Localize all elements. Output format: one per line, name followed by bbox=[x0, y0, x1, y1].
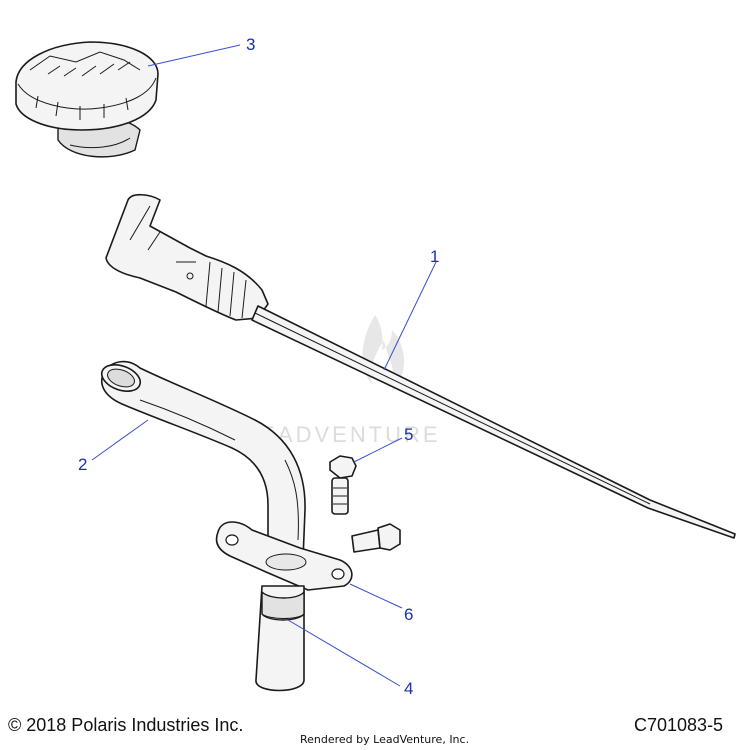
callout-4[interactable]: 4 bbox=[404, 679, 413, 698]
callout-5[interactable]: 5 bbox=[404, 425, 413, 444]
leader-4 bbox=[287, 619, 401, 687]
leader-2 bbox=[91, 419, 149, 461]
dipstick-tube-part[interactable] bbox=[98, 360, 306, 561]
rendered-by-text: Rendered by LeadVenture, Inc. bbox=[300, 733, 470, 746]
callout-2[interactable]: 2 bbox=[78, 455, 87, 474]
callout-1[interactable]: 1 bbox=[430, 247, 439, 266]
bolt-upper-part[interactable] bbox=[329, 455, 357, 515]
leader-6 bbox=[349, 583, 403, 609]
copyright-text: © 2018 Polaris Industries Inc. bbox=[8, 715, 244, 735]
leader-3 bbox=[147, 44, 241, 67]
leader-5 bbox=[353, 437, 403, 463]
callout-3[interactable]: 3 bbox=[246, 35, 255, 54]
dipstick-part[interactable] bbox=[105, 193, 736, 539]
bolt-lower-part[interactable] bbox=[351, 523, 401, 553]
flange-part[interactable] bbox=[215, 521, 353, 591]
callout-6[interactable]: 6 bbox=[404, 605, 413, 624]
oil-cap-part[interactable] bbox=[15, 41, 159, 158]
diagram-code: C701083-5 bbox=[634, 715, 724, 735]
lower-tube-part[interactable] bbox=[255, 585, 305, 692]
leader-1 bbox=[383, 261, 437, 371]
